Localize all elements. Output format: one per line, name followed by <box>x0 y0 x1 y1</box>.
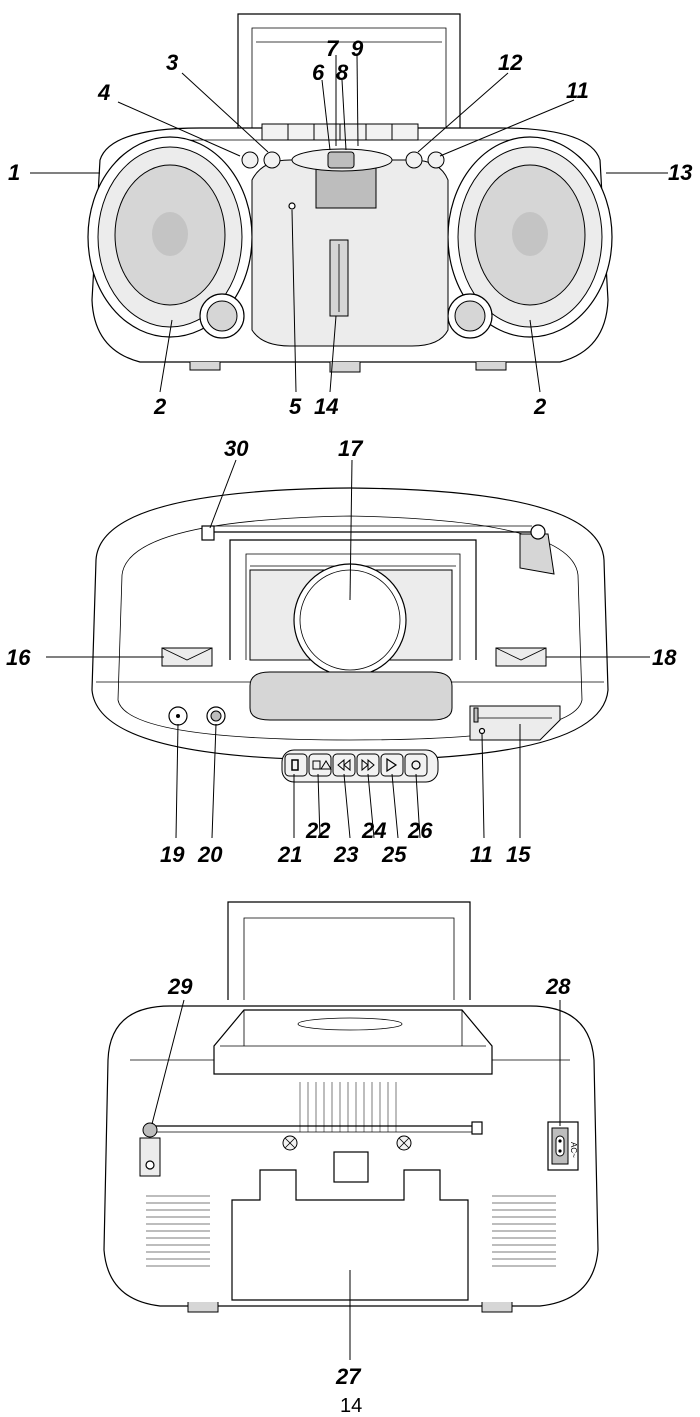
rear-vents <box>299 1082 397 1132</box>
label-26: 26 <box>407 818 433 843</box>
label-30: 30 <box>224 436 249 461</box>
label-23: 23 <box>333 842 358 867</box>
label-27: 27 <box>335 1364 362 1389</box>
label-19: 19 <box>160 842 185 867</box>
label-17: 17 <box>338 436 364 461</box>
label-9: 9 <box>351 36 364 61</box>
label-12: 12 <box>498 50 523 75</box>
right-grille <box>492 1195 556 1267</box>
label-1: 1 <box>8 160 20 185</box>
label-21: 21 <box>277 842 302 867</box>
rear-view: AC~ <box>103 901 599 1389</box>
label-28: 28 <box>545 974 571 999</box>
label-16: 16 <box>6 645 31 670</box>
label-11: 11 <box>566 78 589 103</box>
label-22: 22 <box>305 818 331 843</box>
label-18: 18 <box>652 645 677 670</box>
label-5: 5 <box>289 394 302 419</box>
page-number: 14 <box>340 1395 362 1417</box>
label-14: 14 <box>314 394 338 419</box>
label-2-left: 2 <box>153 394 167 419</box>
label-2-right: 2 <box>533 394 547 419</box>
label-7: 7 <box>326 36 340 61</box>
top-view: 30 17 16 18 19 20 21 22 23 24 25 26 11 1… <box>6 436 677 867</box>
left-grille <box>146 1195 210 1267</box>
label-8: 8 <box>336 60 349 85</box>
label-25: 25 <box>381 842 407 867</box>
label-15: 15 <box>506 842 531 867</box>
label-11-top: 11 <box>470 842 493 867</box>
label-29: 29 <box>167 974 193 999</box>
label-24: 24 <box>361 818 386 843</box>
label-4: 4 <box>97 80 110 105</box>
label-3: 3 <box>166 50 178 75</box>
label-20: 20 <box>197 842 223 867</box>
label-6: 6 <box>312 60 325 85</box>
label-13: 13 <box>668 160 692 185</box>
front-view: 1 4 3 6 7 8 9 12 11 13 2 5 14 2 <box>8 13 692 419</box>
ac-mark: AC~ <box>569 1142 578 1158</box>
